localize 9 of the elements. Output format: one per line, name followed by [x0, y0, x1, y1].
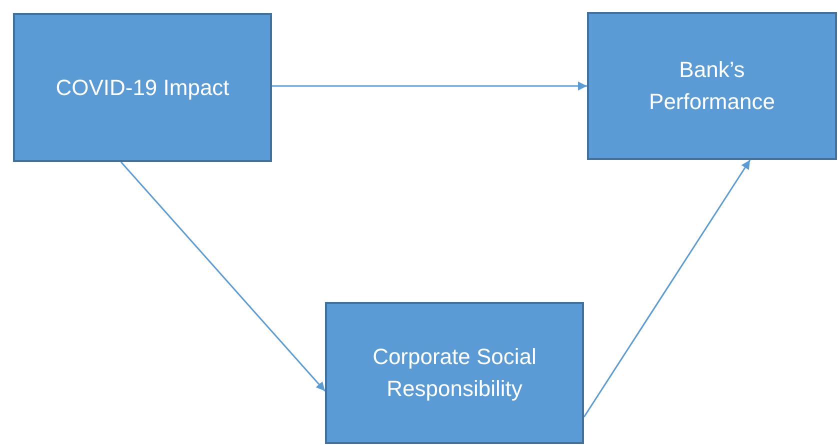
box-label: Corporate Social Responsibility [372, 343, 538, 403]
box-label: COVID-19 Impact [56, 74, 230, 102]
box-label: Bank’s Performance [648, 56, 776, 116]
process-box [325, 302, 584, 444]
process-box [13, 13, 272, 162]
process-box [587, 12, 837, 160]
arrow [272, 82, 587, 90]
arrow [120, 162, 326, 392]
arrow [583, 160, 751, 418]
